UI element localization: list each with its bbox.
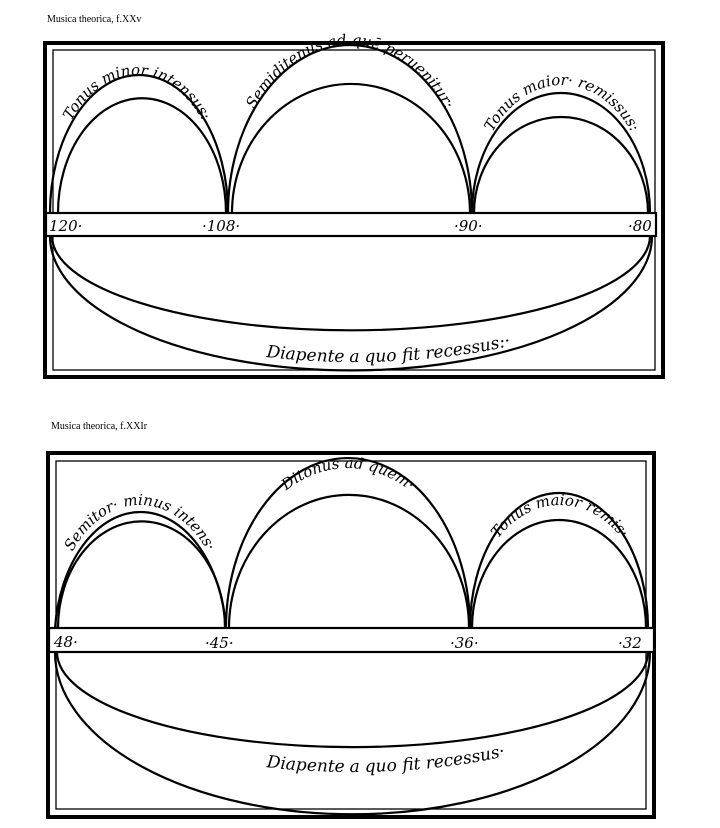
arc-outer bbox=[468, 491, 650, 629]
arc-label: Tonus minor intensus: bbox=[59, 61, 215, 123]
bottom-arc-inner bbox=[50, 235, 652, 332]
bottom-arc-label: Diapente a quo fit recessus:· bbox=[265, 331, 513, 367]
arc-outer bbox=[48, 73, 230, 214]
diagram-1: Tonus minor intensus: Semiditenus ad quē… bbox=[43, 31, 665, 379]
bottom-arc-inner bbox=[55, 651, 650, 749]
bottom-arc-outer bbox=[48, 235, 654, 372]
number-label: ·90· bbox=[454, 217, 483, 235]
arc-outer bbox=[470, 91, 652, 214]
arc-inner bbox=[56, 97, 228, 214]
outer-frame bbox=[43, 41, 665, 379]
number-bar bbox=[44, 211, 658, 238]
arc-label: Ditonus ad quem· bbox=[277, 454, 418, 494]
number-bar bbox=[47, 626, 656, 654]
arc-label: Tonus maior remis· bbox=[487, 491, 633, 541]
number-label: ·108· bbox=[202, 217, 240, 235]
number-label: ·36· bbox=[450, 634, 479, 652]
arc-label: Tonus maior· remissus: bbox=[480, 71, 643, 134]
arc-inner bbox=[227, 493, 471, 629]
bottom-arc-outer bbox=[53, 651, 652, 816]
number-label: ·32 bbox=[618, 634, 642, 652]
caption-1: Musica theorica, f.XXv bbox=[47, 14, 142, 25]
arc-inner bbox=[470, 518, 648, 629]
number-label: ·45· bbox=[205, 634, 234, 652]
arc-inner bbox=[230, 82, 472, 214]
number-label: 48· bbox=[53, 633, 78, 651]
diagram-2: Semitor· minus intens· Ditonus ad quem· … bbox=[46, 451, 656, 819]
arc-outer bbox=[226, 43, 474, 214]
arc-outer bbox=[224, 456, 472, 629]
number-label: 120· bbox=[49, 217, 82, 235]
number-label: ·80 bbox=[628, 217, 652, 235]
caption-2: Musica theorica, f.XXIr bbox=[51, 421, 148, 432]
arc-inner bbox=[472, 115, 650, 214]
arc-inner bbox=[56, 520, 227, 629]
